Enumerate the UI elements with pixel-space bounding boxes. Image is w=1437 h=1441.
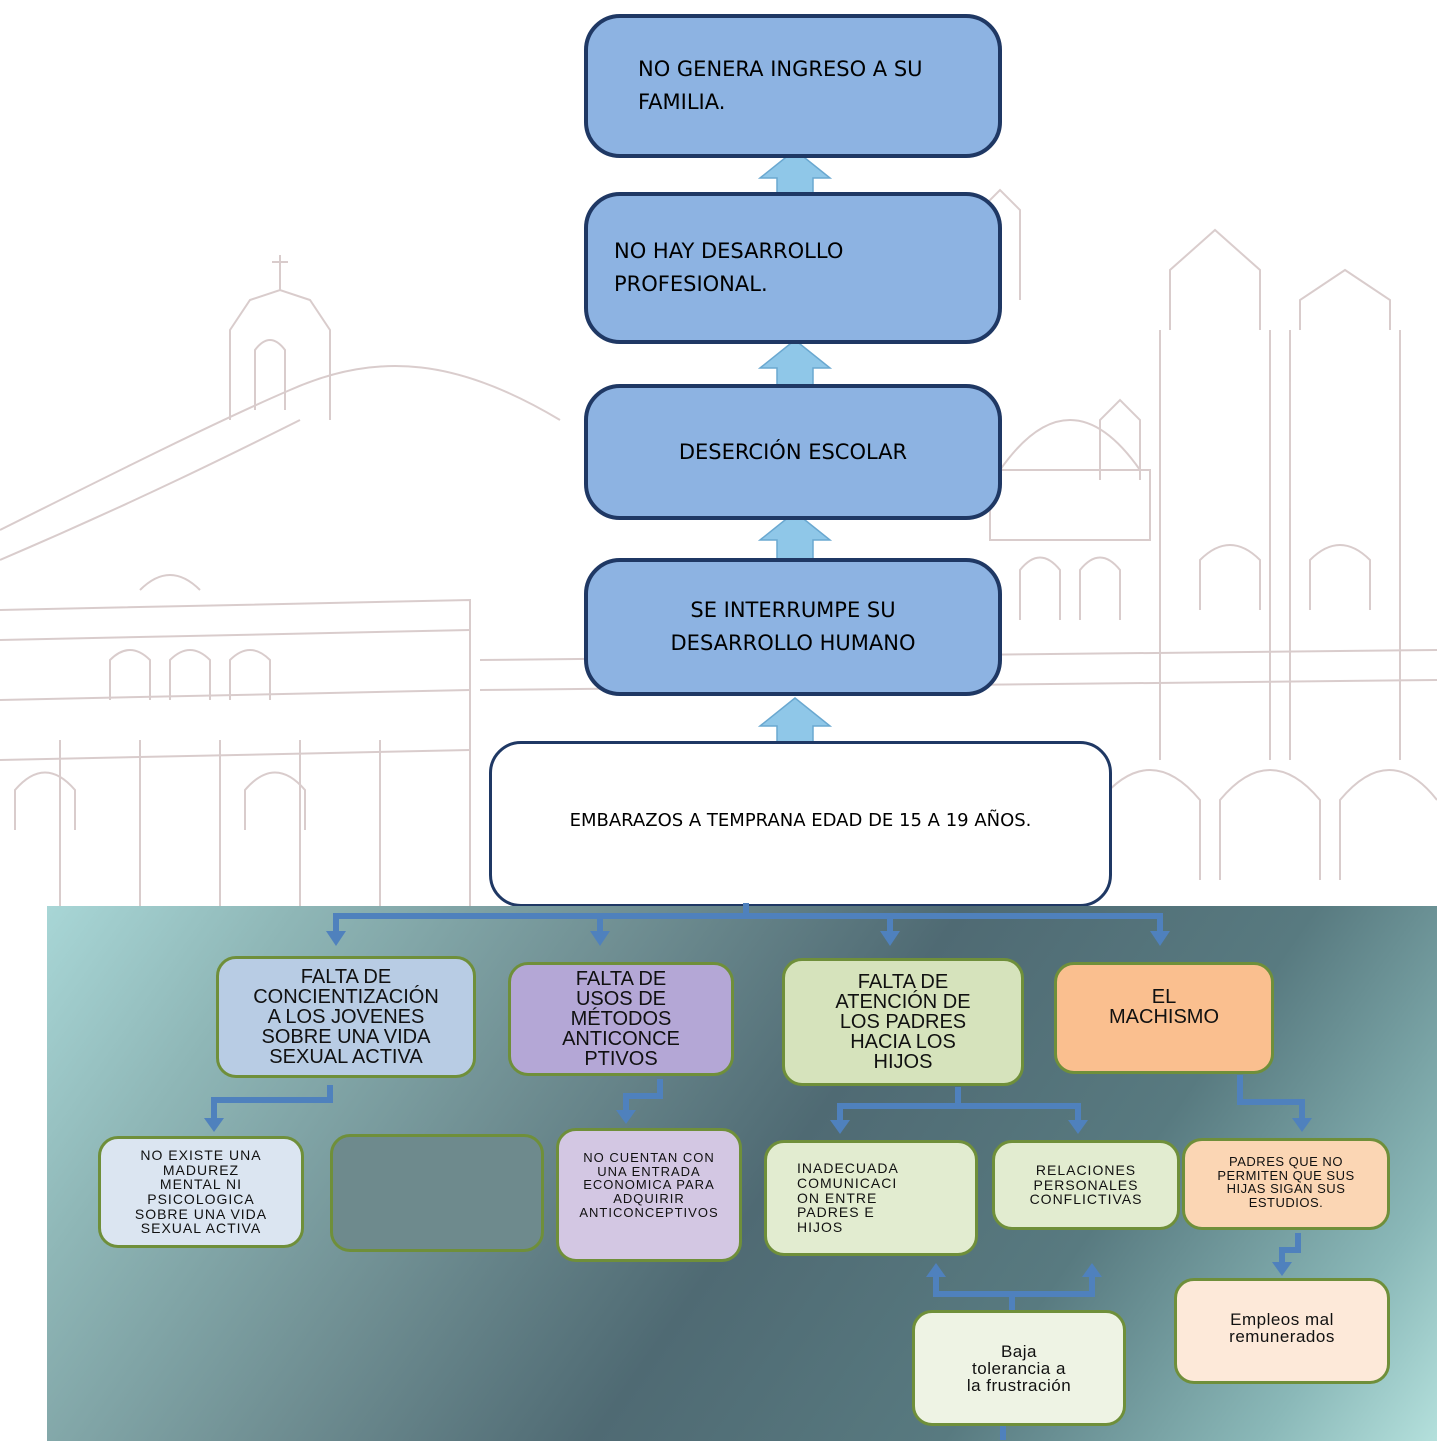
- cause-box-contraceptives: FALTA DE USOS DE MÉTODOS ANTICONCE PTIVO…: [508, 962, 734, 1076]
- cause-box-parental-attention: FALTA DE ATENCIÓN DE LOS PADRES HACIA LO…: [782, 958, 1024, 1086]
- subcause-text-relationships: RELACIONES PERSONALES CONFLICTIVAS: [1029, 1161, 1143, 1208]
- subcause-box-empty: [330, 1134, 544, 1252]
- subcause-box-relationships: RELACIONES PERSONALES CONFLICTIVAS: [992, 1140, 1180, 1230]
- cause-text-awareness: FALTA DE CONCIENTIZACIÓN A LOS JOVENES S…: [253, 966, 439, 1068]
- effect-box-dropout: DESERCIÓN ESCOLAR: [584, 384, 1002, 520]
- cause-box-machismo: EL MACHISMO: [1054, 962, 1274, 1074]
- effect-text-professional: NO HAY DESARROLLO PROFESIONAL.: [614, 239, 844, 296]
- leaf-text-jobs: Empleos mal remunerados: [1229, 1310, 1335, 1346]
- effect-text-dropout: DESERCIÓN ESCOLAR: [678, 439, 908, 464]
- root-problem-box: EMBARAZOS A TEMPRANA EDAD DE 15 A 19 AÑO…: [489, 741, 1112, 907]
- cause-text-parental-attention: FALTA DE ATENCIÓN DE LOS PADRES HACIA LO…: [835, 971, 971, 1073]
- effect-text-income: NO GENERA INGRESO A SU FAMILIA.: [638, 57, 923, 114]
- root-problem-text: EMBARAZOS A TEMPRANA EDAD DE 15 A 19 AÑO…: [569, 810, 1032, 831]
- effect-text-human-development: SE INTERRUMPE SU DESARROLLO HUMANO: [670, 598, 916, 655]
- effect-box-income: NO GENERA INGRESO A SU FAMILIA.: [584, 14, 1002, 158]
- cause-text-contraceptives: FALTA DE USOS DE MÉTODOS ANTICONCE PTIVO…: [562, 968, 680, 1070]
- subcause-box-parents: PADRES QUE NO PERMITEN QUE SUS HIJAS SIG…: [1182, 1138, 1390, 1230]
- leaf-box-jobs: Empleos mal remunerados: [1174, 1278, 1390, 1384]
- subcause-text-economic: NO CUENTAN CON UNA ENTRADA ECONOMICA PAR…: [579, 1150, 719, 1220]
- leaf-box-frustration: Baja tolerancia a la frustración: [912, 1310, 1126, 1426]
- cause-box-awareness: FALTA DE CONCIENTIZACIÓN A LOS JOVENES S…: [216, 956, 476, 1078]
- subcause-text-maturity: NO EXISTE UNA MADUREZ MENTAL NI PSICOLOG…: [134, 1146, 268, 1237]
- effect-box-human-development: SE INTERRUMPE SU DESARROLLO HUMANO: [584, 558, 1002, 696]
- effect-box-professional: NO HAY DESARROLLO PROFESIONAL.: [584, 192, 1002, 344]
- subcause-box-economic: NO CUENTAN CON UNA ENTRADA ECONOMICA PAR…: [556, 1128, 742, 1262]
- cause-text-machismo: EL MACHISMO: [1109, 986, 1219, 1028]
- subcause-text-communication: INADECUADA COMUNICACI ON ENTRE PADRES E …: [797, 1160, 899, 1236]
- subcause-box-communication: INADECUADA COMUNICACI ON ENTRE PADRES E …: [764, 1140, 978, 1256]
- subcause-text-parents: PADRES QUE NO PERMITEN QUE SUS HIJAS SIG…: [1217, 1154, 1355, 1210]
- leaf-text-frustration: Baja tolerancia a la frustración: [966, 1341, 1072, 1395]
- subcause-box-maturity: NO EXISTE UNA MADUREZ MENTAL NI PSICOLOG…: [98, 1136, 304, 1248]
